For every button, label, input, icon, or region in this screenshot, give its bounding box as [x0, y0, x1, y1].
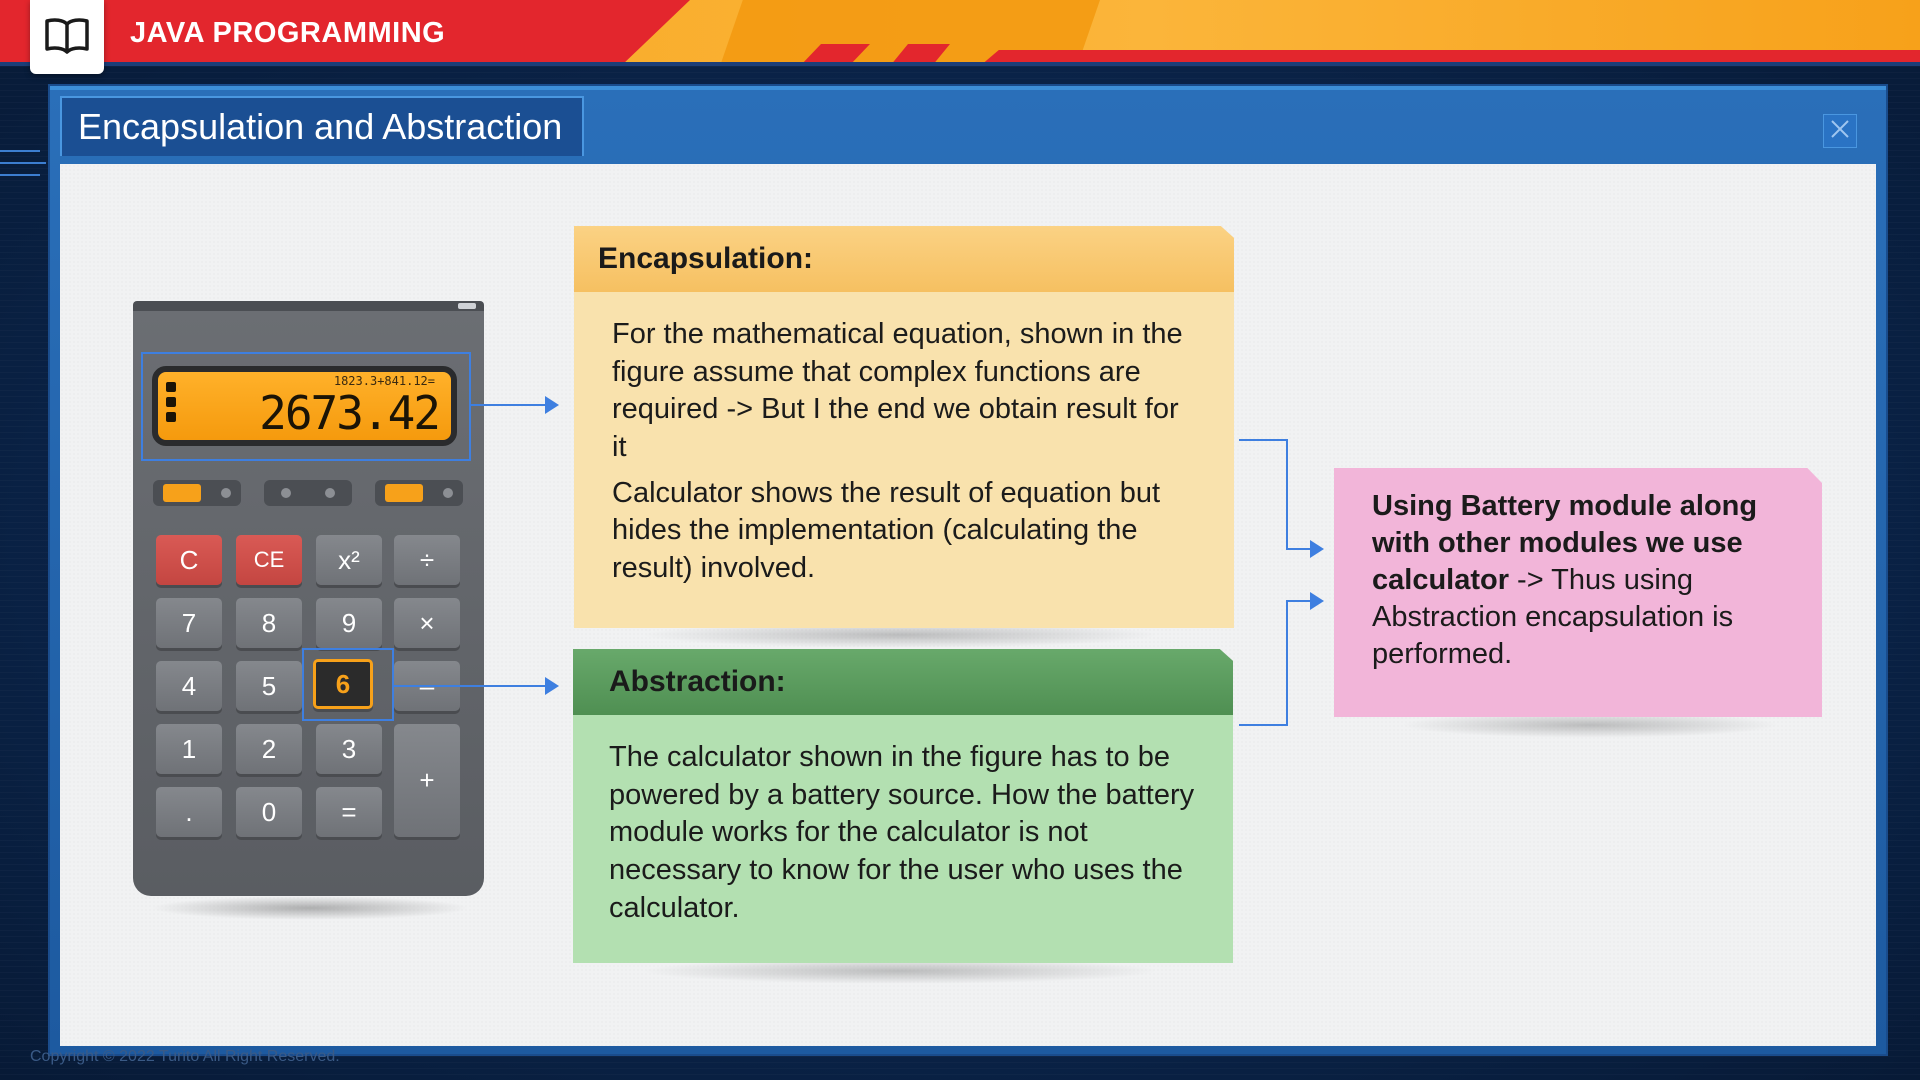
calc-key-5: 5: [236, 661, 302, 711]
app-title: JAVA PROGRAMMING: [130, 17, 446, 49]
calc-key-9: 9: [316, 598, 382, 648]
calc-key-6-highlighted: 6: [313, 659, 373, 709]
header-slash: [890, 44, 950, 66]
connector-abstraction-out: [1239, 724, 1287, 726]
calc-key-3: 3: [316, 724, 382, 774]
arrow-head: [1310, 540, 1324, 558]
side-circuit-decoration: [0, 138, 52, 190]
header-divider: [0, 62, 1920, 66]
calculator-switch: [264, 480, 352, 506]
abstraction-card: Abstraction: The calculator shown in the…: [573, 649, 1233, 963]
connector-key-to-abstraction: [394, 685, 557, 687]
title-tab: Encapsulation and Abstraction: [60, 96, 584, 156]
connector-to-conclusion: [1286, 548, 1320, 550]
calculator-display: 1823.3+841.12= 2673.42: [152, 366, 457, 446]
calc-key-multiply: ×: [394, 598, 460, 648]
arrow-head: [545, 677, 559, 695]
calc-key-0: 0: [236, 787, 302, 837]
conclusion-text: -> Thus using Abstraction encapsulation …: [1372, 564, 1734, 671]
encapsulation-paragraph: For the mathematical equation, shown in …: [612, 318, 1183, 464]
calc-key-7: 7: [156, 598, 222, 648]
connector-encapsulation-out: [1239, 439, 1287, 441]
calc-key-2: 2: [236, 724, 302, 774]
arrow-head: [545, 396, 559, 414]
calculator-switch: [375, 480, 463, 506]
encapsulation-card: Encapsulation: For the mathematical equa…: [574, 226, 1234, 628]
connector-display-to-encapsulation: [471, 404, 557, 406]
top-header-bar: [0, 0, 1920, 66]
calc-key-ce: CE: [236, 535, 302, 585]
header-slash: [800, 44, 870, 66]
calc-key-plus: +: [394, 724, 460, 837]
calc-key-divide: ÷: [394, 535, 460, 585]
calc-key-1: 1: [156, 724, 222, 774]
open-book-icon: [43, 15, 91, 60]
calc-key-c: C: [156, 535, 222, 585]
calculator-indicator: [458, 303, 476, 309]
encapsulation-heading: Encapsulation:: [574, 226, 1234, 292]
close-icon: [1829, 118, 1851, 145]
display-status-icons: [166, 382, 178, 427]
display-value: 2673.42: [259, 386, 441, 440]
key-highlight-box: [302, 648, 394, 721]
calc-key-4: 4: [156, 661, 222, 711]
display-equation: 1823.3+841.12=: [333, 374, 435, 388]
connector-vertical: [1286, 600, 1288, 726]
encapsulation-paragraph: Calculator shows the result of equation …: [612, 476, 1161, 585]
connector-to-conclusion: [1286, 600, 1320, 602]
conclusion-card: Using Battery module along with other mo…: [1334, 468, 1822, 717]
close-button[interactable]: [1823, 114, 1857, 148]
copyright-text: Copyright © 2022 Turito All Right Reserv…: [30, 1048, 340, 1065]
book-logo: [30, 0, 104, 74]
connector-vertical: [1286, 439, 1288, 549]
calculator-shadow: [150, 896, 470, 920]
calc-key-equals: =: [316, 787, 382, 837]
calc-key-square: x²: [316, 535, 382, 585]
encapsulation-body: For the mathematical equation, shown in …: [574, 292, 1234, 628]
conclusion-bold-text: Using Battery module along with other mo…: [1372, 490, 1758, 597]
calc-key-decimal: .: [156, 787, 222, 837]
calc-key-8: 8: [236, 598, 302, 648]
calculator-switch: [153, 480, 241, 506]
slide-title: Encapsulation and Abstraction: [78, 106, 563, 147]
abstraction-heading: Abstraction:: [573, 649, 1233, 715]
display-highlight-box: [141, 352, 471, 461]
arrow-head: [1310, 592, 1324, 610]
abstraction-body: The calculator shown in the figure has t…: [573, 715, 1233, 963]
abstraction-paragraph: The calculator shown in the figure has t…: [609, 741, 1195, 924]
header-red-band: [0, 0, 690, 66]
